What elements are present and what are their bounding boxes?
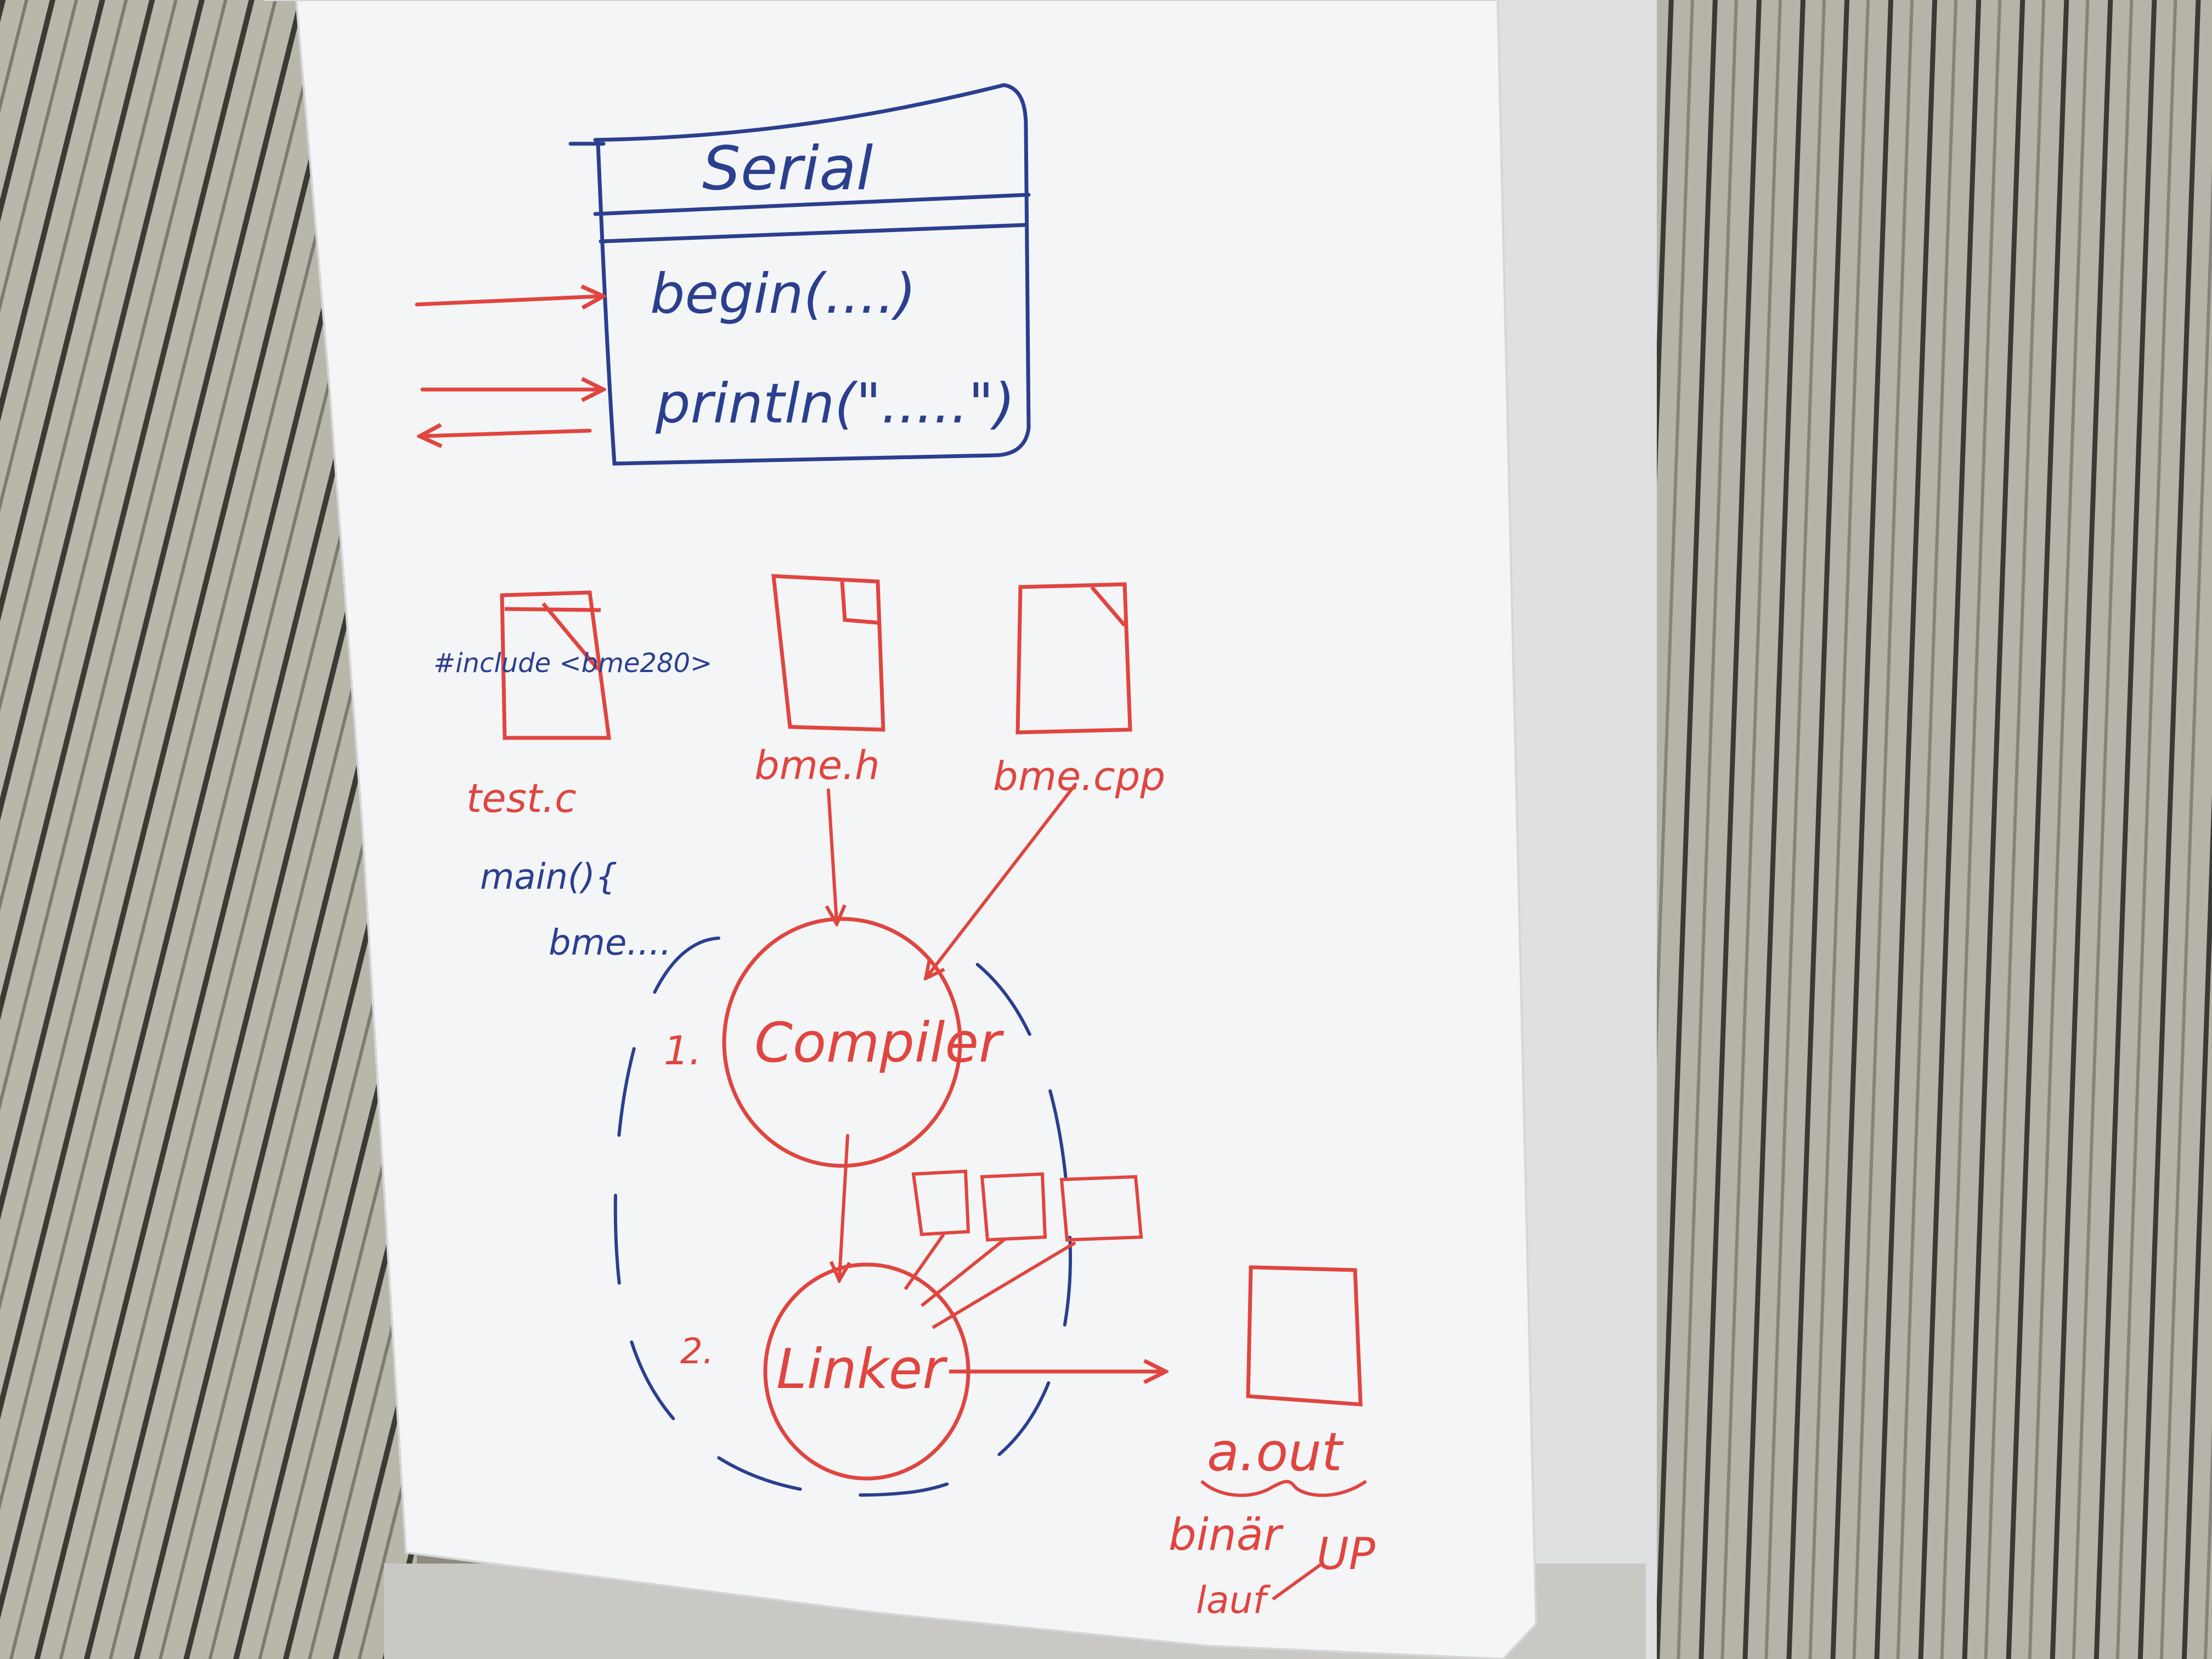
- header-filename: bme.h: [754, 742, 880, 788]
- serial-class-box: [568, 83, 1031, 466]
- main-line: main(){: [480, 857, 618, 898]
- output-note-up: UP: [1317, 1528, 1376, 1579]
- file-icon-output: [1246, 1265, 1363, 1407]
- linker-label: Linker: [776, 1337, 948, 1401]
- call-arrows: [415, 296, 601, 436]
- source-filename: bme.cpp: [993, 753, 1165, 799]
- build-enclosure: [613, 936, 1073, 1497]
- output-note-run: lauf: [1196, 1579, 1271, 1622]
- test-filename: test.c: [466, 775, 577, 821]
- output-filename: a.out: [1207, 1421, 1344, 1483]
- compiler-step: 1.: [664, 1028, 702, 1074]
- note-arrow: [1272, 1562, 1323, 1601]
- class-name: Serial: [702, 133, 873, 204]
- linker-step: 2.: [680, 1331, 714, 1372]
- output-note-binary: binär: [1169, 1509, 1284, 1560]
- flipchart-paper: [263, 0, 1538, 1659]
- output-brace: [1200, 1480, 1367, 1497]
- bme-call-line: bme....: [549, 923, 672, 963]
- file-icon-test: [500, 590, 611, 740]
- include-line: #include <bme280>: [433, 648, 712, 679]
- file-icon-source: [1015, 582, 1132, 735]
- compiler-label: Compiler: [754, 1011, 1005, 1075]
- file-icon-header: [771, 574, 885, 732]
- compile-arrows: [828, 783, 1077, 1278]
- wall-right: [1646, 0, 2212, 1659]
- method-begin: begin(....): [650, 262, 916, 326]
- method-println: println("....."): [655, 371, 1015, 436]
